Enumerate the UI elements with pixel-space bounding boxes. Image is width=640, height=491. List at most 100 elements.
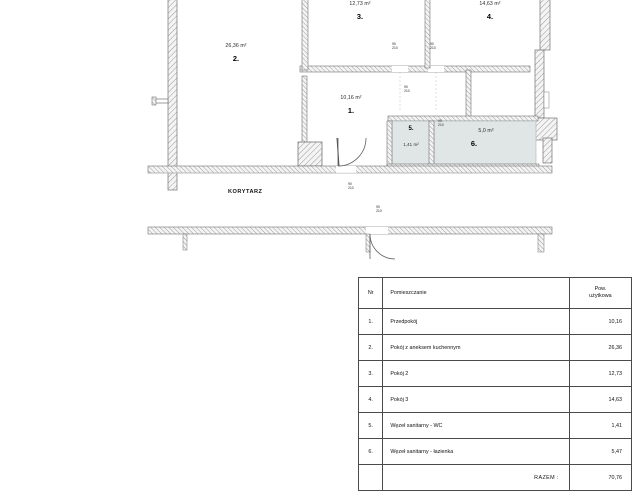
wall-exterior-right-jog bbox=[534, 117, 558, 141]
wall-interior-horizontal-upper bbox=[299, 65, 531, 73]
total-label: RAZEM : bbox=[382, 464, 570, 491]
room-2-label: 26,36 m² 2. bbox=[196, 43, 276, 63]
door-indicator-lines bbox=[399, 72, 437, 112]
row-4-nr: 4. bbox=[357, 386, 384, 413]
room-6-number: 6. bbox=[470, 138, 478, 148]
room-4-label: 14,63 m² 4. bbox=[455, 1, 525, 21]
door-swing-hall bbox=[337, 137, 367, 167]
room-2-area: 26,36 m² bbox=[225, 43, 247, 49]
wall-stub-mid bbox=[365, 233, 371, 253]
room-3-number: 3. bbox=[356, 11, 364, 21]
row-3-nr: 3. bbox=[357, 360, 384, 387]
door-dim-bath: 90 210 bbox=[438, 119, 444, 128]
door-dim-hall-lower-width: 90 bbox=[348, 182, 352, 186]
wall-stub-right bbox=[537, 233, 545, 253]
room-2-number: 2. bbox=[232, 53, 240, 63]
door-dim-hall-upper-width: 90 bbox=[404, 85, 408, 89]
header-area-line1: Pow. bbox=[594, 286, 607, 293]
room-3-label: 12,73 m² 3. bbox=[325, 1, 395, 21]
row-5-name: Węzeł sanitarny - WC bbox=[382, 412, 570, 439]
wall-exterior-right-mid bbox=[534, 49, 545, 119]
table-header-row: Nr Pomieszczanie Pow. użytkowa bbox=[357, 277, 633, 309]
total-nr-spacer bbox=[357, 464, 384, 491]
room-6-area: 5,0 m² bbox=[478, 128, 494, 134]
room-1-area: 10,16 m² bbox=[340, 95, 362, 101]
header-nr: Nr bbox=[357, 277, 384, 309]
row-3-name: Pokój 2 bbox=[382, 360, 570, 387]
row-5-nr: 5. bbox=[357, 412, 384, 439]
header-area-line2: użytkowa bbox=[589, 293, 612, 299]
wall-exterior-right-upper bbox=[539, 0, 551, 51]
room-schedule-table: Nr Pomieszczanie Pow. użytkowa 1. Przedp… bbox=[357, 277, 633, 491]
structural-column bbox=[297, 141, 323, 167]
door-opening-entry bbox=[336, 166, 356, 173]
door-opening-room4 bbox=[428, 66, 444, 72]
door-dim-room4: 90 210 bbox=[430, 42, 436, 51]
door-dim-room4-height: 210 bbox=[430, 45, 436, 50]
door-dim-hall-lower: 90 210 bbox=[348, 182, 354, 191]
door-dim-room3-height: 210 bbox=[392, 45, 398, 50]
row-1-nr: 1. bbox=[357, 308, 384, 335]
table-row: 4. Pokój 3 14,63 bbox=[357, 386, 633, 413]
wall-exterior-right-lower bbox=[542, 137, 553, 164]
row-6-nr: 6. bbox=[357, 438, 384, 465]
header-room-name: Pomieszczanie bbox=[382, 277, 570, 309]
wall-stub-left bbox=[182, 233, 188, 251]
room-5-number: 5. bbox=[408, 126, 414, 132]
door-dim-room3-width: 90 bbox=[392, 42, 396, 46]
table-row: 6. Węzeł sanitarny - łazienka 5,47 bbox=[357, 438, 633, 465]
room-5-floor bbox=[391, 120, 431, 167]
row-1-area: 10,16 bbox=[568, 308, 633, 335]
row-6-area: 5,47 bbox=[568, 438, 633, 465]
door-dim-entrance: 90 210 bbox=[376, 205, 382, 214]
corridor-label: KORYTARZ bbox=[228, 189, 263, 195]
window-left-cap bbox=[151, 96, 157, 106]
window-right bbox=[543, 91, 550, 109]
row-2-nr: 2. bbox=[357, 334, 384, 361]
door-dim-bath-height: 210 bbox=[438, 122, 444, 127]
header-area: Pow. użytkowa bbox=[568, 277, 633, 309]
window-left bbox=[154, 98, 169, 104]
door-opening-corridor-exit bbox=[366, 227, 388, 234]
door-dim-hall-lower-height: 210 bbox=[348, 185, 354, 190]
row-3-area: 12,73 bbox=[568, 360, 633, 387]
room-6-label: 5,0 m² 6. bbox=[455, 128, 517, 148]
door-leaf-hall bbox=[336, 137, 340, 167]
wall-between-room3-room4 bbox=[424, 0, 431, 69]
door-dim-entrance-height: 210 bbox=[376, 208, 382, 213]
room-3-area: 12,73 m² bbox=[349, 1, 371, 7]
door-dim-room3: 90 210 bbox=[392, 42, 398, 51]
wall-corridor-bottom bbox=[147, 226, 553, 235]
row-4-name: Pokój 3 bbox=[382, 386, 570, 413]
room-5-area: 1,41 m² bbox=[403, 141, 419, 147]
table-row: 3. Pokój 2 12,73 bbox=[357, 360, 633, 387]
row-1-name: Przedpokój bbox=[382, 308, 570, 335]
row-2-name: Pokój z aneksem kuchennym bbox=[382, 334, 570, 361]
room-1-number: 1. bbox=[347, 105, 355, 115]
row-4-area: 14,63 bbox=[568, 386, 633, 413]
wall-bath-right-vertical bbox=[465, 69, 472, 121]
table-row: 5. Węzeł sanitarny - WC 1,41 bbox=[357, 412, 633, 439]
room-6-floor bbox=[433, 120, 537, 167]
door-dim-room4-width: 90 bbox=[430, 42, 434, 46]
row-6-name: Węzeł sanitarny - łazienka bbox=[382, 438, 570, 465]
door-dim-hall-upper: 90 210 bbox=[404, 85, 410, 94]
door-dim-entrance-width: 90 bbox=[376, 205, 380, 209]
room-4-number: 4. bbox=[486, 11, 494, 21]
table-total-row: RAZEM : 70,76 bbox=[357, 464, 633, 491]
row-2-area: 26,36 bbox=[568, 334, 633, 361]
row-5-area: 1,41 bbox=[568, 412, 633, 439]
wall-interior-vertical-hall bbox=[301, 75, 308, 145]
plan-geometry bbox=[147, 0, 558, 260]
floor-plan-drawing bbox=[147, 0, 558, 260]
door-opening-room3 bbox=[392, 66, 408, 72]
room-1-label: 10,16 m² 1. bbox=[320, 95, 382, 115]
room-4-area: 14,63 m² bbox=[479, 1, 501, 7]
table-row: 1. Przedpokój 10,16 bbox=[357, 308, 633, 335]
wall-bath-top bbox=[387, 115, 539, 122]
door-dim-hall-upper-height: 210 bbox=[404, 88, 410, 93]
table-row: 2. Pokój z aneksem kuchennym 26,36 bbox=[357, 334, 633, 361]
total-area: 70,76 bbox=[568, 464, 633, 491]
wall-exterior-left bbox=[167, 0, 178, 191]
door-dim-bath-width: 90 bbox=[438, 119, 442, 123]
